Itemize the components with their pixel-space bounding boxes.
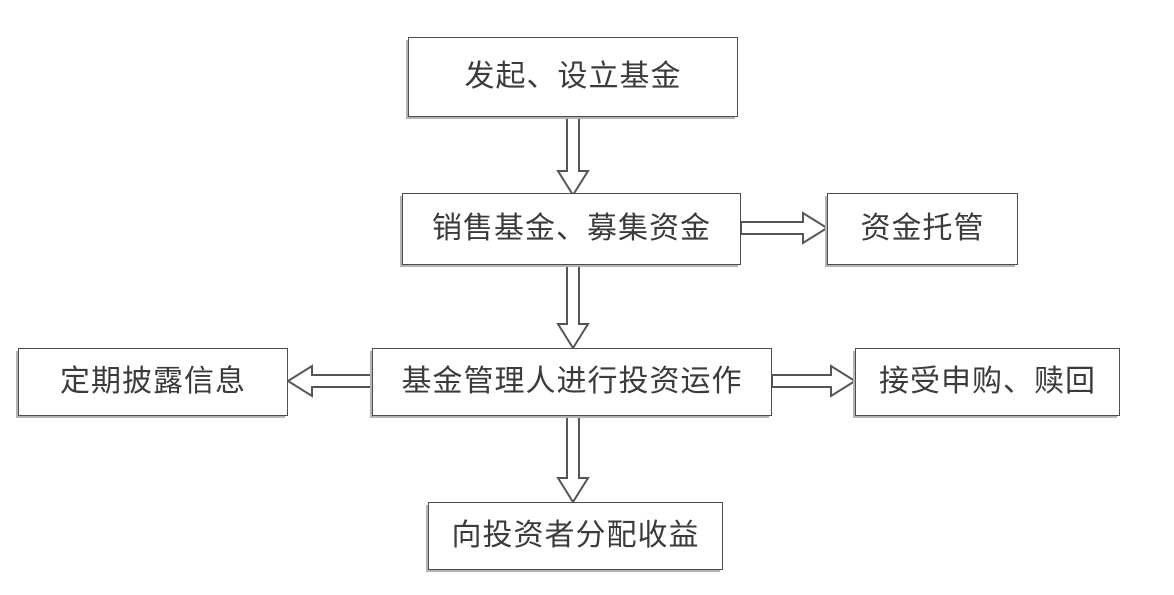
arrow-launch-to-sell-shape	[556, 116, 590, 197]
node-fund-custody[interactable]: 资金托管	[827, 193, 1018, 265]
arrow-manager-to-subscription	[771, 364, 857, 398]
node-distribute-income-to-investors[interactable]: 向投资者分配收益	[428, 502, 723, 570]
node-launch-establish-fund[interactable]: 发起、设立基金	[408, 37, 738, 117]
arrow-manager-to-subscription-shape	[771, 364, 857, 398]
arrow-manager-to-distribution	[556, 415, 590, 504]
node-label-fund-custody: 资金托管	[860, 212, 985, 245]
node-accept-subscription-redemption[interactable]: 接受申购、赎回	[855, 348, 1120, 416]
node-periodic-disclosure[interactable]: 定期披露信息	[18, 348, 288, 416]
arrow-launch-to-sell	[556, 116, 590, 197]
node-label-distribute-income-to-investors: 向投资者分配收益	[451, 519, 700, 552]
arrow-manager-to-disclosure	[286, 364, 373, 398]
arrow-sell-to-manager-shape	[556, 264, 590, 350]
arrow-sell-to-custody	[740, 211, 829, 245]
node-sell-fund-raise-capital[interactable]: 销售基金、募集资金	[402, 193, 741, 265]
node-label-launch-establish-fund: 发起、设立基金	[464, 60, 682, 93]
arrow-sell-to-manager	[556, 264, 590, 350]
arrow-manager-to-distribution-shape	[556, 415, 590, 504]
node-label-periodic-disclosure: 定期披露信息	[60, 365, 246, 398]
node-fund-manager-investment-operation[interactable]: 基金管理人进行投资运作	[372, 348, 772, 416]
node-label-accept-subscription-redemption: 接受申购、赎回	[879, 365, 1096, 398]
node-label-fund-manager-investment-operation: 基金管理人进行投资运作	[401, 365, 743, 398]
node-label-sell-fund-raise-capital: 销售基金、募集资金	[432, 212, 711, 245]
arrow-manager-to-disclosure-shape	[286, 364, 373, 398]
arrow-sell-to-custody-shape	[740, 211, 829, 245]
